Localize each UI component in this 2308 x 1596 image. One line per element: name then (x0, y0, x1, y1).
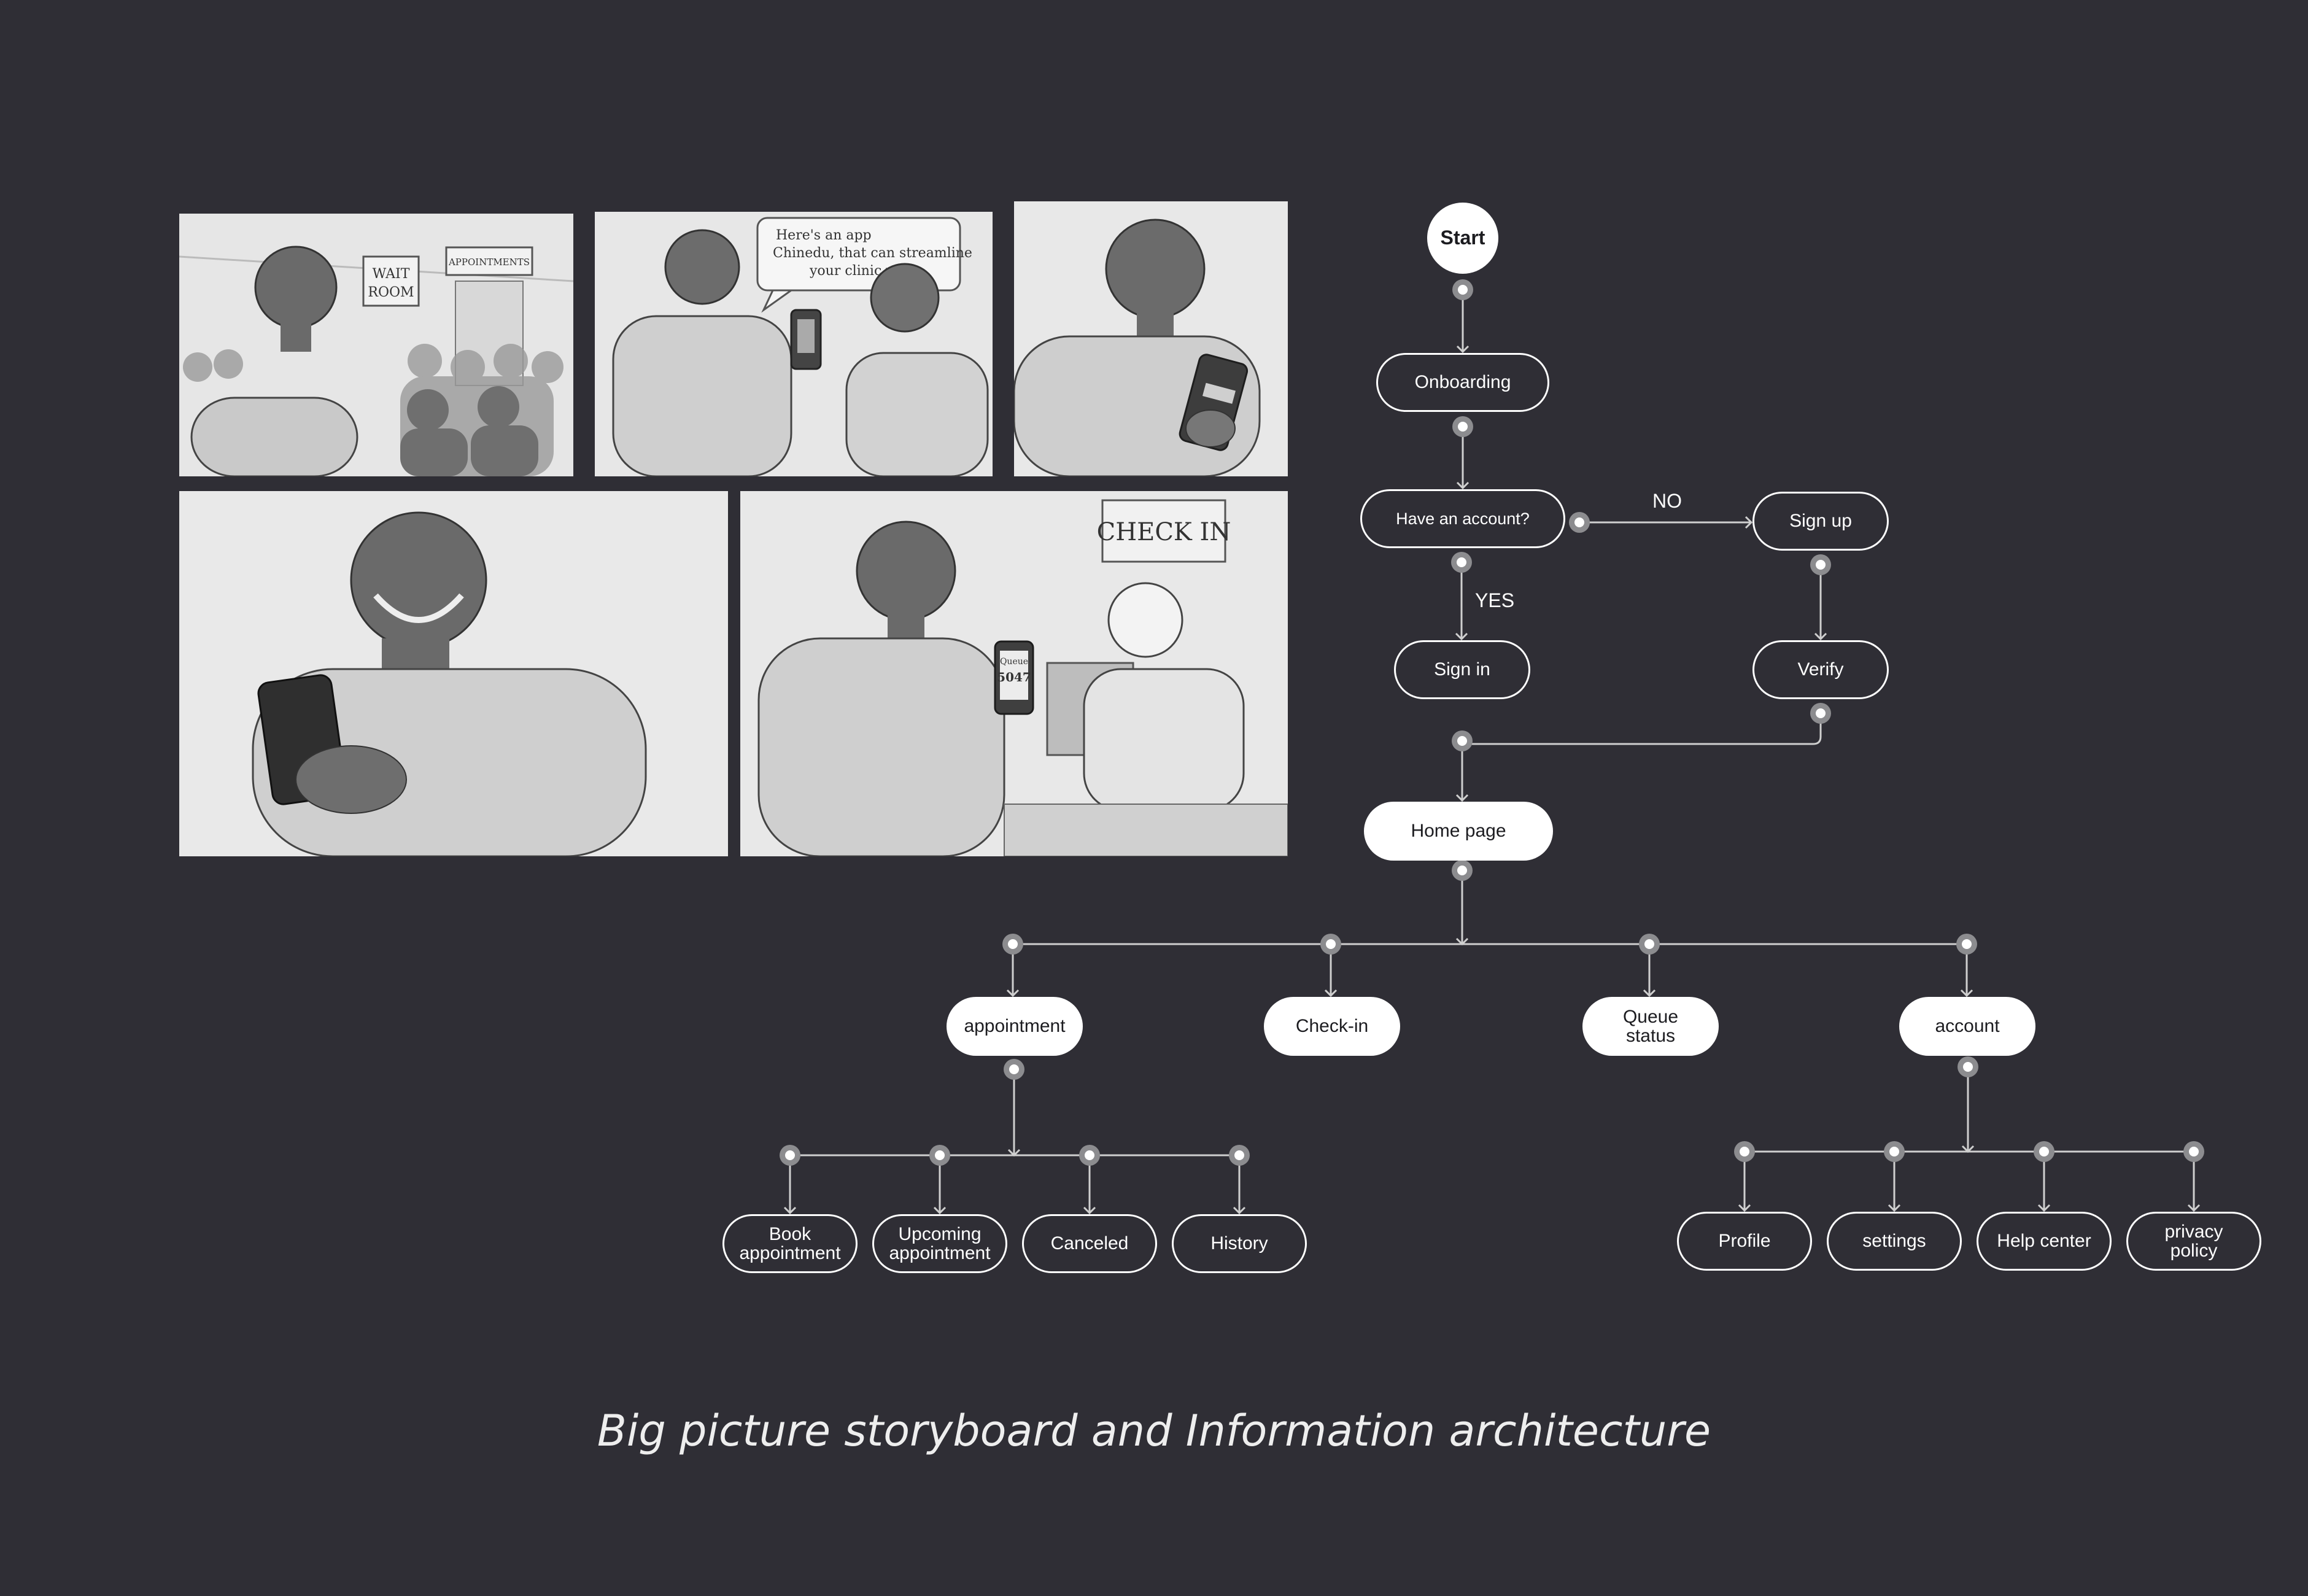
dot-level2-0 (1002, 934, 1023, 955)
storyboard-panel-app-suggestion: Here's an app Chinedu, that can streamli… (595, 212, 993, 476)
dot-acct-child-2 (2034, 1141, 2054, 1162)
dot-appt-child-0 (780, 1145, 800, 1166)
sign-check-in: CHECK IN (1097, 518, 1231, 546)
happy-sketch (179, 491, 728, 856)
speech-line-2: Chinedu, that can streamline (773, 246, 972, 261)
dot-appt-child-2 (1079, 1145, 1100, 1166)
have-account-node: Have an account? (1360, 489, 1565, 548)
verify-node: Verify (1752, 640, 1889, 699)
no-label: NO (1652, 490, 1682, 512)
dot-onboarding (1452, 416, 1473, 437)
dot-signup (1810, 554, 1831, 575)
canceled-node: Canceled (1022, 1214, 1157, 1273)
arrowhead (1324, 989, 1338, 998)
line-verify-merge (1462, 713, 1822, 745)
dot-acct-child-1 (1884, 1141, 1905, 1162)
sign-wait: WAIT (373, 266, 410, 282)
privacy-policy-node: privacy policy (2126, 1212, 2261, 1271)
onboarding-node: Onboarding (1376, 353, 1549, 412)
storyboard-panel-using-phone (1014, 201, 1288, 476)
profile-node: Profile (1677, 1212, 1812, 1271)
arrowhead (1888, 1204, 1901, 1212)
storyboard-panel-happy (179, 491, 728, 856)
arrowhead (783, 1206, 797, 1215)
sign-appointments: APPOINTMENTS (448, 257, 530, 268)
dot-home (1452, 860, 1473, 881)
dot-start (1452, 279, 1473, 300)
dot-account (1958, 1056, 1978, 1077)
arrowhead (1643, 989, 1656, 998)
arrowhead (1456, 345, 1470, 354)
phone-queue-label: Queue (1000, 657, 1028, 667)
arrowhead (1006, 989, 1020, 998)
home-page-node: Home page (1364, 802, 1553, 861)
using-phone-sketch (1014, 201, 1288, 476)
help-center-node: Help center (1977, 1212, 2112, 1271)
check-in-sketch: CHECK IN Queue 5047 (740, 491, 1288, 856)
appointment-node: appointment (947, 997, 1083, 1056)
arrowhead (1738, 1204, 1751, 1212)
dot-acct-child-0 (1734, 1141, 1755, 1162)
arrowhead (1960, 989, 1973, 998)
upcoming-appointment-node: Upcoming appointment (872, 1214, 1007, 1273)
account-node-main: account (1899, 997, 2035, 1056)
arrowhead (1233, 1206, 1246, 1215)
check-in-node: Check-in (1264, 997, 1400, 1056)
settings-node: settings (1827, 1212, 1962, 1271)
dot-appt-child-3 (1229, 1145, 1250, 1166)
arrowhead (2037, 1204, 2051, 1212)
dot-signin-merge (1452, 730, 1473, 751)
caption: Big picture storyboard and Information a… (597, 1406, 1711, 1456)
sign-room: ROOM (368, 285, 414, 300)
speech-line-1: Here's an app (776, 228, 872, 243)
app-suggestion-sketch: Here's an app Chinedu, that can streamli… (595, 212, 993, 476)
arrowhead (1083, 1206, 1096, 1215)
dot-account-yes (1451, 552, 1472, 573)
arrowhead (1455, 794, 1469, 802)
arrowhead (933, 1206, 947, 1215)
waiting-room-sketch: WAIT ROOM APPOINTMENTS (179, 214, 573, 476)
arrowhead (1456, 481, 1470, 490)
start-node: Start (1427, 203, 1498, 274)
sign-in-node: Sign in (1394, 640, 1530, 699)
yes-label: YES (1475, 589, 1515, 611)
arrowhead (1814, 632, 1827, 641)
queue-status-node: Queue status (1582, 997, 1719, 1056)
dot-appointment (1004, 1059, 1024, 1080)
book-appointment-node: Book appointment (722, 1214, 858, 1273)
dot-appt-child-1 (929, 1145, 950, 1166)
dot-account-no (1569, 512, 1590, 533)
arrowhead (1455, 632, 1468, 641)
dot-acct-child-3 (2183, 1141, 2204, 1162)
arrowhead (1745, 516, 1753, 529)
storyboard-panel-waiting-room: WAIT ROOM APPOINTMENTS (179, 214, 573, 476)
dot-level2-2 (1639, 934, 1660, 955)
dot-level2-1 (1320, 934, 1341, 955)
dot-level2-3 (1956, 934, 1977, 955)
history-node: History (1172, 1214, 1307, 1273)
dot-verify (1810, 703, 1831, 724)
sign-up-node: Sign up (1752, 492, 1889, 551)
storyboard-panel-check-in: CHECK IN Queue 5047 (740, 491, 1288, 856)
arrowhead (2187, 1204, 2201, 1212)
phone-queue-number: 5047 (997, 670, 1031, 684)
